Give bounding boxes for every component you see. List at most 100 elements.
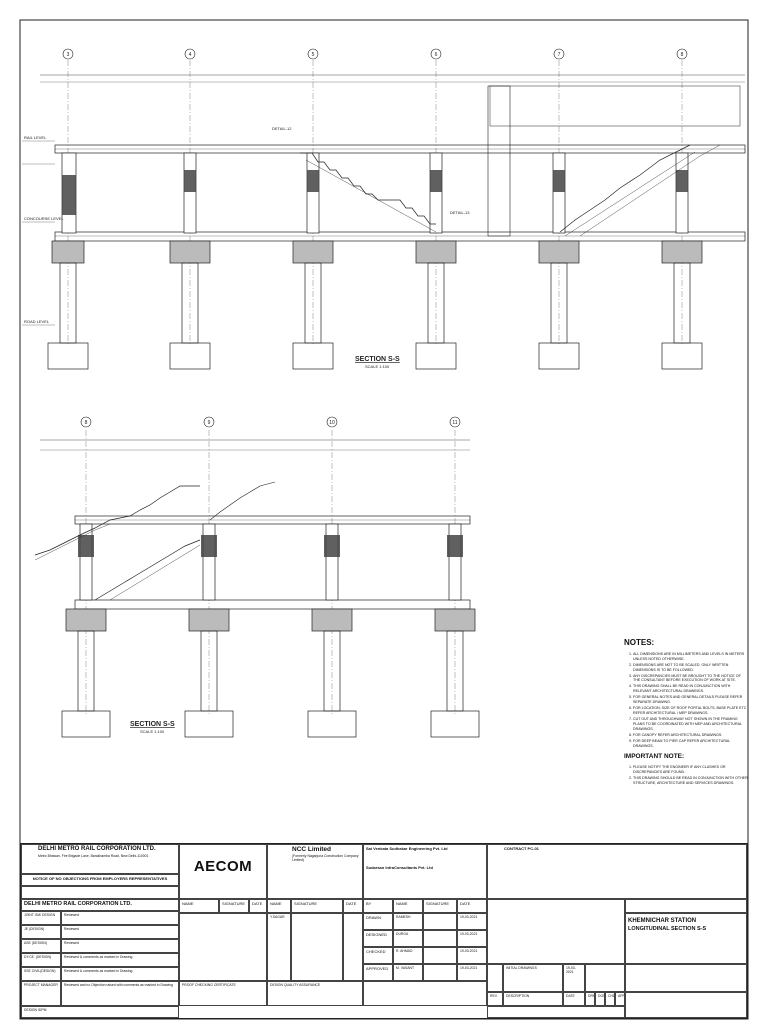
project-box: CONTRACT PC-01 (487, 844, 747, 899)
grid-label: 5 (312, 52, 315, 58)
designer-box: Sai Venkata Sudhakar Engineering Pvt. Lt… (363, 844, 487, 899)
sign-date: 19-03-2021 (457, 930, 487, 947)
important-note-item: PLEASE NOTIFY THE ENGINEER IF ANY CLASHE… (633, 765, 748, 775)
grid-label: 8 (85, 420, 88, 426)
sign-box (423, 930, 457, 947)
client-name: DELHI METRO RAIL CORPORATION LTD. (38, 846, 156, 852)
rev-date: 19-03-2021 (563, 964, 585, 992)
important-note-heading: IMPORTANT NOTE: (624, 753, 685, 761)
review-status: Reviewed and no Objection raised with co… (61, 981, 179, 1006)
grid-label: 9 (208, 420, 211, 426)
grid-label: 3 (67, 52, 70, 58)
notice-text-box (21, 886, 179, 899)
title-block: DELHI METRO RAIL CORPORATION LTD. Metro … (20, 843, 748, 1019)
client-name-2: DELHI METRO RAIL CORPORATION LTD. (21, 899, 179, 911)
sign-row: DESIGNED (363, 930, 393, 947)
sign-col-header: DATE (343, 899, 363, 913)
contractor-name: NCC Limited (292, 846, 331, 853)
design-quality: DESIGN QUALITY ASSURANCE (267, 981, 363, 1006)
section-bottom (34, 430, 480, 738)
sign-row: APPROVED (363, 964, 393, 981)
review-role: DY.CE. (DESIGN) (21, 953, 61, 967)
sign-col-header: SIGNATURE (423, 899, 457, 913)
stamp-area (487, 899, 625, 964)
drawing-title: LONGITUDINAL SECTION S-S (628, 925, 707, 932)
sign-name: M. VASANT (393, 964, 423, 981)
level-label-road: ROAD LEVEL (24, 319, 50, 324)
note-item: FOR DEEP BEAM TO PIER CAP REFER ARCHITEC… (633, 739, 748, 749)
sign-name: RAMESH (393, 913, 423, 930)
sign-col-header: DATE (249, 899, 267, 913)
sign-col-header: BY (363, 899, 393, 913)
notes-heading: NOTES: (624, 638, 655, 647)
section-title-bottom: SECTION S-S (130, 721, 175, 728)
client-address: Metro Bhawan, Fire Brigade Lane, Barakha… (38, 853, 149, 858)
grid-label: 8 (681, 52, 684, 58)
sign-date: 19-03-2021 (457, 947, 487, 964)
proof-checking: PROOF CHECKING CERTIFICATE (179, 981, 267, 1006)
drawing-title-box: KHEMNICHAR STATION LONGITUDINAL SECTION … (625, 913, 747, 964)
sign-date: 19-03-2021 (457, 913, 487, 930)
rev-header: REV. (487, 992, 503, 1006)
contractor-subtitle: (Formerly Nagarjuna Construction Company… (292, 854, 359, 863)
detail-label: DETAIL-12 (272, 126, 292, 131)
sign-row: CHECKED (363, 947, 393, 964)
sign-name: DURGA (393, 930, 423, 947)
sign-row: DRAWN (363, 913, 393, 930)
rev-header: CHD. (605, 992, 615, 1006)
section-title-top: SECTION S-S (355, 356, 400, 363)
note-item: CUT OUT AND THROUGHWAY NOT SHOWN IN THE … (633, 717, 748, 732)
rev-header: DGN. (595, 992, 605, 1006)
grid-label: 4 (189, 52, 192, 58)
contractor-box: NCC Limited (Formerly Nagarjuna Construc… (267, 844, 363, 899)
level-label-rail: RAIL LEVEL (24, 135, 47, 140)
contractor-date-area (343, 913, 363, 981)
sign-box (423, 947, 457, 964)
review-status: Reviewed (61, 939, 179, 953)
grid-label: 10 (329, 420, 335, 426)
note-item: DIMENSIONS ARE NOT TO BE SCALED. ONLY WR… (633, 663, 748, 673)
designer-remarks (363, 981, 487, 1006)
section-scale-bottom: SCALE 1:100 (140, 729, 165, 734)
review-status: Reviewed & comments as marked in Drawing (61, 967, 179, 981)
rev-footer (487, 1006, 625, 1018)
note-item: FOR GENERAL NOTES AND GENERAL DETAILS PL… (633, 695, 748, 705)
contractor-initials: Y.SAGAR (267, 913, 291, 981)
notes-list: ALL DIMENSIONS ARE IN MILLIMETERS AND LE… (624, 652, 748, 749)
grid-label: 7 (558, 52, 561, 58)
grid-label: 6 (435, 52, 438, 58)
client-header: DELHI METRO RAIL CORPORATION LTD. Metro … (21, 844, 179, 874)
grid-markers-bottom (80, 416, 461, 428)
consultant-sign-area (179, 913, 267, 981)
rev-header: APP. (615, 992, 625, 1006)
grid-markers-top (62, 48, 688, 60)
rev-header: DATE (563, 992, 585, 1006)
rev-header: DRN. (585, 992, 595, 1006)
sign-col-header: DATE (457, 899, 487, 913)
level-label-concourse: CONCOURSE LEVEL (24, 216, 64, 221)
review-role: SSE CIVIL(DESIGN) (21, 967, 61, 981)
section-top (22, 60, 746, 370)
note-item: THIS DRAWING SHALL BE READ IN CONJUNCTIO… (633, 684, 748, 694)
review-status: Reviewed (61, 925, 179, 939)
note-item: FOR CANOPY REFER ARCHITECTURAL DRAWINGS. (633, 733, 748, 738)
rev-cell (487, 964, 503, 992)
designer-name: Sai Venkata Sudhakar Engineering Pvt. Lt… (366, 846, 448, 851)
section-scale-top: SCALE 1:100 (365, 364, 390, 369)
designer-name-2: Sudarsan InfraConsultants Pvt. Ltd (366, 865, 433, 870)
note-item: FOR LOCATION, SIZE OF ROOF PORTAL BOLTS,… (633, 706, 748, 716)
review-role: JE (DESIGN) (21, 925, 61, 939)
sign-box (423, 913, 457, 930)
sign-col-header: NAME (267, 899, 291, 913)
project-title: CONTRACT PC-01 (504, 846, 539, 851)
drawing-number-box (625, 964, 747, 992)
sign-name: R. AHMAD (393, 947, 423, 964)
rev-header: DESCRIPTION (503, 992, 563, 1006)
sign-box (423, 964, 457, 981)
sign-col-header: NAME (179, 899, 219, 913)
note-item: ANY DISCREPANCIES MUST BE BROUGHT TO THE… (633, 674, 748, 684)
rev-description: INITIAL DRAWINGS (503, 964, 563, 992)
notes-panel: NOTES: ALL DIMENSIONS ARE IN MILLIMETERS… (624, 638, 748, 787)
